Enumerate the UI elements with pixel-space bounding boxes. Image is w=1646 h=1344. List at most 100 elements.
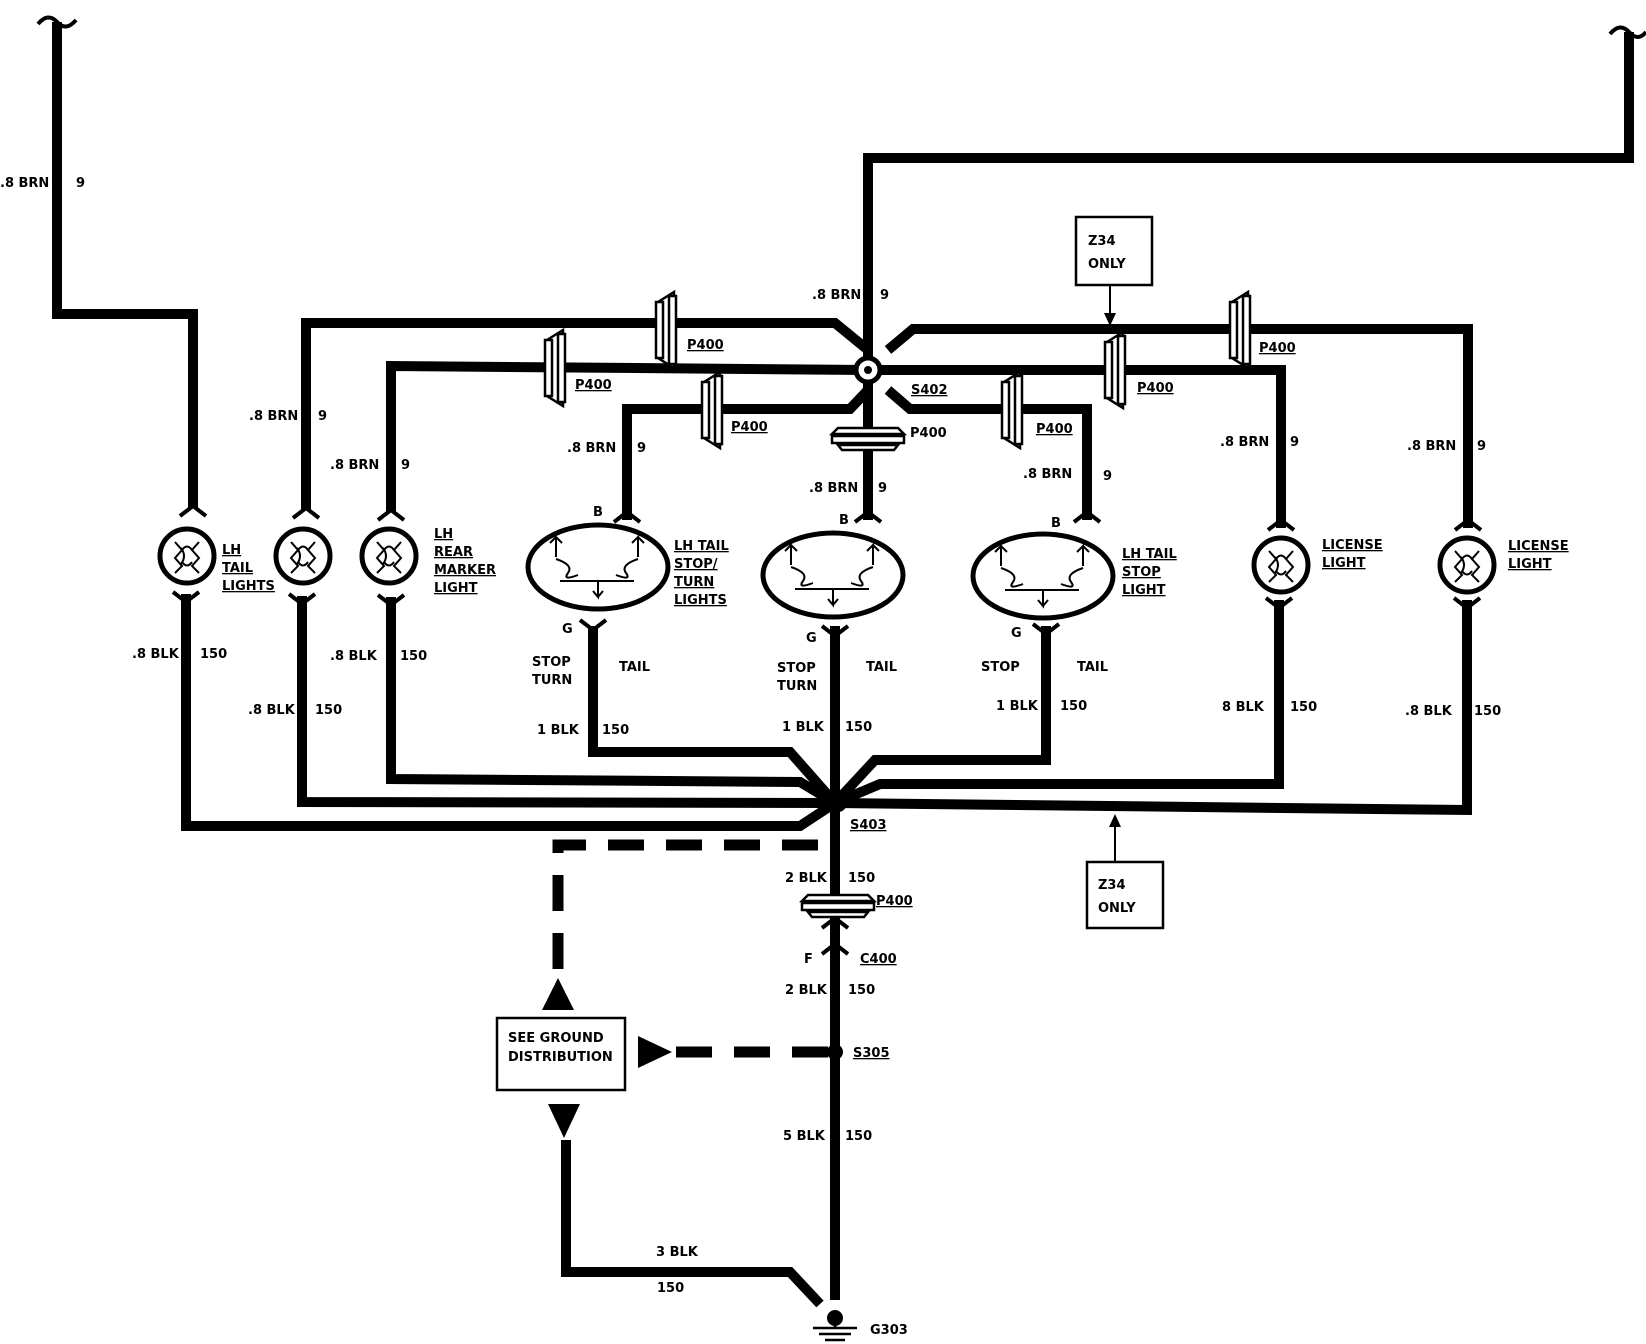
splice-s305 [827, 1044, 843, 1060]
blk-wire-lh-tail-stop-turn [588, 626, 839, 807]
connector-p400-upper-left [654, 290, 678, 370]
wire-size-label: 1 BLK [782, 720, 825, 735]
dashed-ground-link-upper [552, 839, 818, 978]
connector-p400-mid-left [700, 370, 724, 450]
wire-size-label: .8 BRN [809, 481, 858, 496]
brn-wire-lh-tail-stop-turn [622, 386, 872, 520]
svg-text:LIGHTS: LIGHTS [222, 579, 275, 594]
wire-size-label: 1 BLK [996, 699, 1039, 714]
arrow-up-icon [542, 978, 574, 1010]
connector-label: P400 [1259, 341, 1296, 356]
svg-text:ONLY: ONLY [1088, 257, 1126, 272]
lamp-label-lh-tail: LH TAIL LIGHTS [222, 543, 275, 594]
svg-text:LH: LH [222, 543, 241, 558]
blk-wire-lh-tail-stop [831, 626, 1051, 807]
wire-size-label: .8 BRN [1220, 435, 1269, 450]
see-ground-distribution-box [495, 1016, 627, 1092]
function-label-stop-turn: STOP TURN [532, 655, 572, 688]
wire-circuit-label: 150 [200, 647, 227, 662]
pin-label: F [804, 952, 813, 967]
svg-text:TURN: TURN [777, 679, 817, 694]
pin-label: G [1011, 626, 1022, 641]
function-label-tail: TAIL [866, 660, 897, 675]
lamp-label-lh-rear-marker: LH REAR MARKER LIGHT [434, 527, 496, 596]
blk-wire-lh-marker [386, 597, 838, 808]
pin-label: B [839, 513, 849, 528]
wire-size-label: 5 BLK [783, 1129, 826, 1144]
pin-label: B [593, 505, 603, 520]
svg-text:REAR: REAR [434, 545, 473, 560]
wire-size-label: 3 BLK [656, 1245, 699, 1260]
connector-p400-right [1103, 330, 1127, 410]
function-label-tail: TAIL [619, 660, 650, 675]
wire-size-label: 2 BLK [785, 871, 828, 886]
brn-wire-lh-2 [301, 318, 872, 510]
note-ground-distribution: SEE GROUND DISTRIBUTION [508, 1031, 613, 1065]
pin-label: G [562, 622, 573, 637]
svg-text:STOP/: STOP/ [674, 557, 718, 572]
wire-size-label: .8 BRN [567, 441, 616, 456]
svg-text:TURN: TURN [674, 575, 714, 590]
lamp-label-license-1: LICENSE LIGHT [1322, 538, 1383, 571]
wire-circuit-label: 9 [637, 441, 646, 456]
arrow-down-icon [548, 1104, 580, 1138]
wire-circuit-label: 9 [1290, 435, 1299, 450]
svg-text:Z34: Z34 [1098, 878, 1126, 893]
brn-wire-lh-marker [386, 360, 869, 512]
connector-label: P400 [687, 338, 724, 353]
wire-size-label: 8 BLK [1222, 700, 1265, 715]
lamp-label-lh-tail-stop-turn: LH TAIL STOP/ TURN LIGHTS [674, 539, 729, 608]
wire-circuit-label: 150 [315, 703, 342, 718]
connector-p400-left [543, 328, 567, 408]
wire-circuit-label: 150 [1290, 700, 1317, 715]
svg-text:LICENSE: LICENSE [1322, 538, 1383, 553]
svg-text:LIGHT: LIGHT [434, 581, 478, 596]
terminal-chevrons [171, 503, 1483, 639]
wire-circuit-label: 150 [848, 871, 875, 886]
connector-label: C400 [860, 952, 897, 967]
wire-size-label: .8 BLK [132, 647, 180, 662]
wire-circuit-label: 150 [400, 649, 427, 664]
z34-only-note-top [1074, 215, 1154, 287]
svg-text:STOP: STOP [532, 655, 571, 670]
wire-circuit-label: 9 [318, 409, 327, 424]
wire-circuit-label: 9 [76, 176, 85, 191]
function-label-stop-turn-center: STOP TURN [777, 661, 817, 694]
svg-text:LICENSE: LICENSE [1508, 539, 1569, 554]
blk-wire-ground-return [561, 1140, 824, 1308]
brn-wire-lh-tail [52, 22, 198, 508]
splice-label: S403 [850, 818, 887, 833]
connector-label: P400 [1137, 381, 1174, 396]
connector-label: P400 [575, 378, 612, 393]
pin-label: G [806, 631, 817, 646]
license-lamp-1-icon [1254, 538, 1308, 592]
wire-size-label: .8 BRN [0, 176, 49, 191]
lh-tail-stop-lamp-icon [973, 534, 1113, 618]
wire-circuit-label: 150 [845, 1129, 872, 1144]
license-lamp-2-icon [1440, 538, 1494, 592]
svg-text:MARKER: MARKER [434, 563, 496, 578]
wire-circuit-label: 9 [878, 481, 887, 496]
ground-label: G303 [870, 1323, 908, 1338]
svg-text:LIGHTS: LIGHTS [674, 593, 727, 608]
wire-circuit-label: 150 [657, 1281, 684, 1296]
brn-wire-license-1 [868, 365, 1286, 528]
wire-size-label: .8 BRN [1407, 439, 1456, 454]
connector-p400-upper-right [1228, 290, 1252, 370]
blk-wire-license-1 [833, 600, 1284, 808]
blk-wire-lh-2 [297, 596, 836, 808]
wire-circuit-label: 9 [401, 458, 410, 473]
connector-c400 [820, 915, 850, 956]
brn-wire-license-2 [884, 324, 1473, 528]
splice-label: S305 [853, 1046, 890, 1061]
wire-size-label: .8 BLK [1405, 704, 1453, 719]
connector-p400-ground [800, 893, 876, 919]
wire-size-label: .8 BRN [330, 458, 379, 473]
svg-text:LIGHT: LIGHT [1122, 583, 1166, 598]
wire-circuit-label: 150 [1060, 699, 1087, 714]
connector-label: P400 [731, 420, 768, 435]
wire-circuit-label: 150 [1474, 704, 1501, 719]
note-z34-top: Z34 ONLY [1088, 234, 1126, 272]
svg-text:Z34: Z34 [1088, 234, 1116, 249]
wire-circuit-label: 9 [1477, 439, 1486, 454]
